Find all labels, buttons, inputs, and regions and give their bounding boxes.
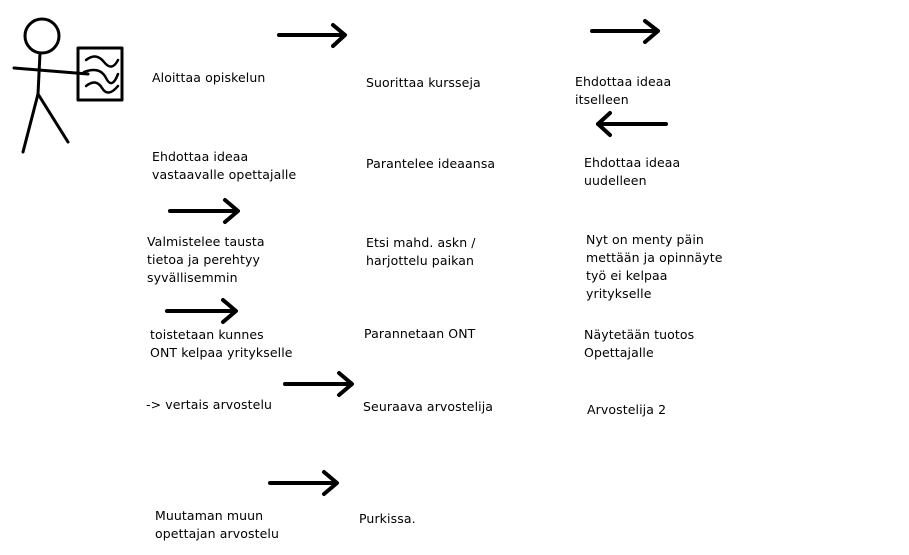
label-arvostelija-2: Arvostelija 2 xyxy=(587,402,667,417)
arrow-right-1 xyxy=(277,23,347,48)
label-muutaman-muun: Muutaman muun opettajan arvostelu xyxy=(155,508,280,541)
arrow-right-4 xyxy=(168,198,240,224)
label-naytetaan-tuotos: Näytetään tuotos Opettajalle xyxy=(584,327,695,360)
scribbled-board-icon xyxy=(76,46,124,102)
stick-figure-icon xyxy=(12,17,90,154)
label-parantelee-ideaansa: Parantelee ideaansa xyxy=(366,156,496,171)
label-toistetaan-kunnes: toistetaan kunnes ONT kelpaa yritykselle xyxy=(150,327,293,360)
label-nyt-on-menty: Nyt on menty päin mettään ja opinnäyte t… xyxy=(586,232,723,301)
label-ehdottaa-ideaa-itselleen: Ehdottaa ideaa itselleen xyxy=(575,74,672,107)
arrow-right-5 xyxy=(165,298,238,324)
label-etsi-harjottelu: Etsi mahd. askn / harjottelu paikan xyxy=(366,235,476,268)
label-seuraava-arvostelija: Seuraava arvostelija xyxy=(363,399,494,414)
label-ehdottaa-ideaa-uudelleen: Ehdottaa ideaa uudelleen xyxy=(584,155,681,188)
arrow-left-3 xyxy=(596,111,668,137)
label-valmistelee-tausta: Valmistelee tausta tietoa ja perehtyy sy… xyxy=(147,234,265,285)
label-aloittaa-opiskelun: Aloittaa opiskelun xyxy=(152,70,266,85)
arrow-right-2 xyxy=(590,19,660,44)
label-parannetaan-ont: Parannetaan ONT xyxy=(364,326,476,341)
arrow-right-6 xyxy=(283,371,354,397)
arrow-right-7 xyxy=(268,470,339,496)
label-ehdottaa-ideaa-opettajalle: Ehdottaa ideaa vastaavalle opettajalle xyxy=(152,149,297,182)
label-purkissa: Purkissa. xyxy=(359,511,416,526)
label-suorittaa-kursseja: Suorittaa kursseja xyxy=(366,75,481,90)
label-vertais-arvostelu: -> vertais arvostelu xyxy=(146,397,273,412)
